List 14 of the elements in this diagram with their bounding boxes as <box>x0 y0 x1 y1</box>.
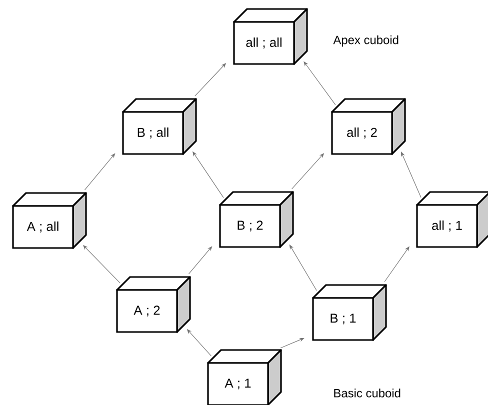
cuboid: all ; all <box>233 8 308 65</box>
cuboid: A ; 2 <box>116 276 191 333</box>
cuboid: all ; 1 <box>416 191 488 248</box>
cuboid: all ; 2 <box>331 98 406 155</box>
cuboid: A ; 1 <box>207 349 282 405</box>
arrow <box>401 152 422 198</box>
cuboid-caption: Apex cuboid <box>333 35 398 47</box>
cuboid: B ; all <box>122 98 197 155</box>
arrow <box>188 246 212 274</box>
cuboid-caption: Basic cuboid <box>334 388 400 398</box>
cuboid: B ; 2 <box>219 191 294 248</box>
cuboid: B ; 1 <box>312 284 387 341</box>
arrow <box>84 153 116 190</box>
cuboid: A ; all <box>12 192 87 249</box>
